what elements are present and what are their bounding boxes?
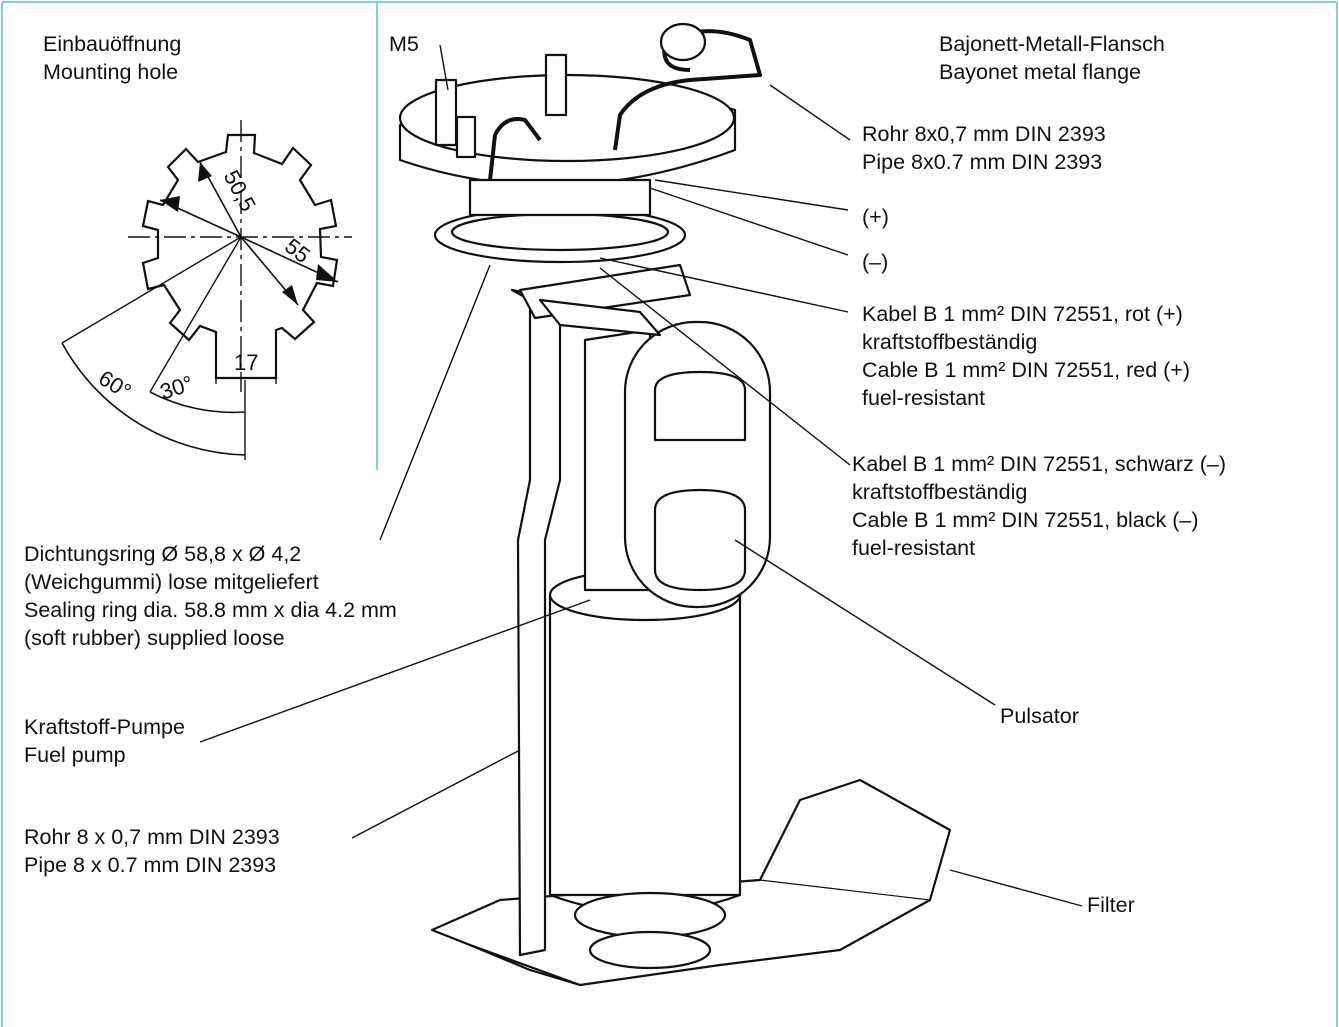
mounting-hole-title-de: Einbauöffnung — [43, 32, 182, 56]
label-sealing-ring-line-2: (Weichgummi) lose mitgeliefert — [24, 570, 319, 594]
label-pipe-top: Rohr 8x0,7 mm DIN 2393 Pipe 8x0.7 mm DIN… — [862, 120, 1106, 176]
dimension-arrowheads — [160, 162, 338, 305]
dimension-width: 17 — [234, 350, 259, 375]
label-cable-red-line-2: kraftstoffbeständig — [862, 330, 1038, 354]
label-pipe-top-en: Pipe 8x0.7 mm DIN 2393 — [862, 150, 1103, 174]
label-cable-black-line-3: Cable B 1 mm² DIN 72551, black (–) — [852, 508, 1199, 532]
label-sealing-ring-line-1: Dichtungsring Ø 58,8 x Ø 4,2 — [24, 542, 302, 566]
label-cable-black-line-1: Kabel B 1 mm² DIN 72551, schwarz (–) — [852, 452, 1226, 476]
label-sealing-ring-line-4: (soft rubber) supplied loose — [24, 626, 285, 650]
label-m5: M5 — [389, 32, 419, 56]
label-filter: Filter — [1087, 893, 1135, 917]
mounting-hole-title-en: Mounting hole — [43, 60, 179, 84]
label-flange-de: Bajonett-Metall-Flansch — [939, 32, 1165, 56]
label-cable-black: Kabel B 1 mm² DIN 72551, schwarz (–) kra… — [852, 450, 1226, 562]
label-minus-terminal: (–) — [862, 250, 889, 274]
label-flange: Bajonett-Metall-Flansch Bayonet metal fl… — [939, 30, 1165, 86]
label-pipe-bottom-de: Rohr 8 x 0,7 mm DIN 2393 — [24, 825, 280, 849]
label-cable-red-line-4: fuel-resistant — [862, 386, 986, 410]
label-cable-black-line-2: kraftstoffbeständig — [852, 480, 1028, 504]
label-fuel-pump-de: Kraftstoff-Pumpe — [24, 715, 185, 739]
label-pipe-top-de: Rohr 8x0,7 mm DIN 2393 — [862, 122, 1106, 146]
label-pipe-bottom-en: Pipe 8 x 0.7 mm DIN 2393 — [24, 853, 277, 877]
label-sealing-ring-line-3: Sealing ring dia. 58.8 mm x dia 4.2 mm — [24, 598, 397, 622]
label-pipe-bottom: Rohr 8 x 0,7 mm DIN 2393 Pipe 8 x 0.7 mm… — [24, 823, 280, 879]
mounting-hole-drawing — [61, 120, 352, 460]
label-flange-en: Bayonet metal flange — [939, 60, 1141, 84]
label-fuel-pump-en: Fuel pump — [24, 743, 126, 767]
label-cable-red-line-3: Cable B 1 mm² DIN 72551, red (+) — [862, 358, 1191, 382]
mounting-hole-title: Einbauöffnung Mounting hole — [43, 30, 181, 86]
label-cable-black-line-4: fuel-resistant — [852, 536, 976, 560]
fuel-pump-unit-drawing — [398, 22, 952, 987]
label-cable-red-line-1: Kabel B 1 mm² DIN 72551, rot (+) — [862, 302, 1183, 326]
label-cable-red: Kabel B 1 mm² DIN 72551, rot (+) kraftst… — [862, 300, 1190, 412]
label-fuel-pump: Kraftstoff-Pumpe Fuel pump — [24, 713, 185, 769]
label-plus-terminal: (+) — [862, 205, 889, 229]
label-pulsator: Pulsator — [1000, 704, 1079, 728]
leader-lines — [199, 44, 1083, 907]
label-sealing-ring: Dichtungsring Ø 58,8 x Ø 4,2 (Weichgummi… — [24, 540, 397, 652]
